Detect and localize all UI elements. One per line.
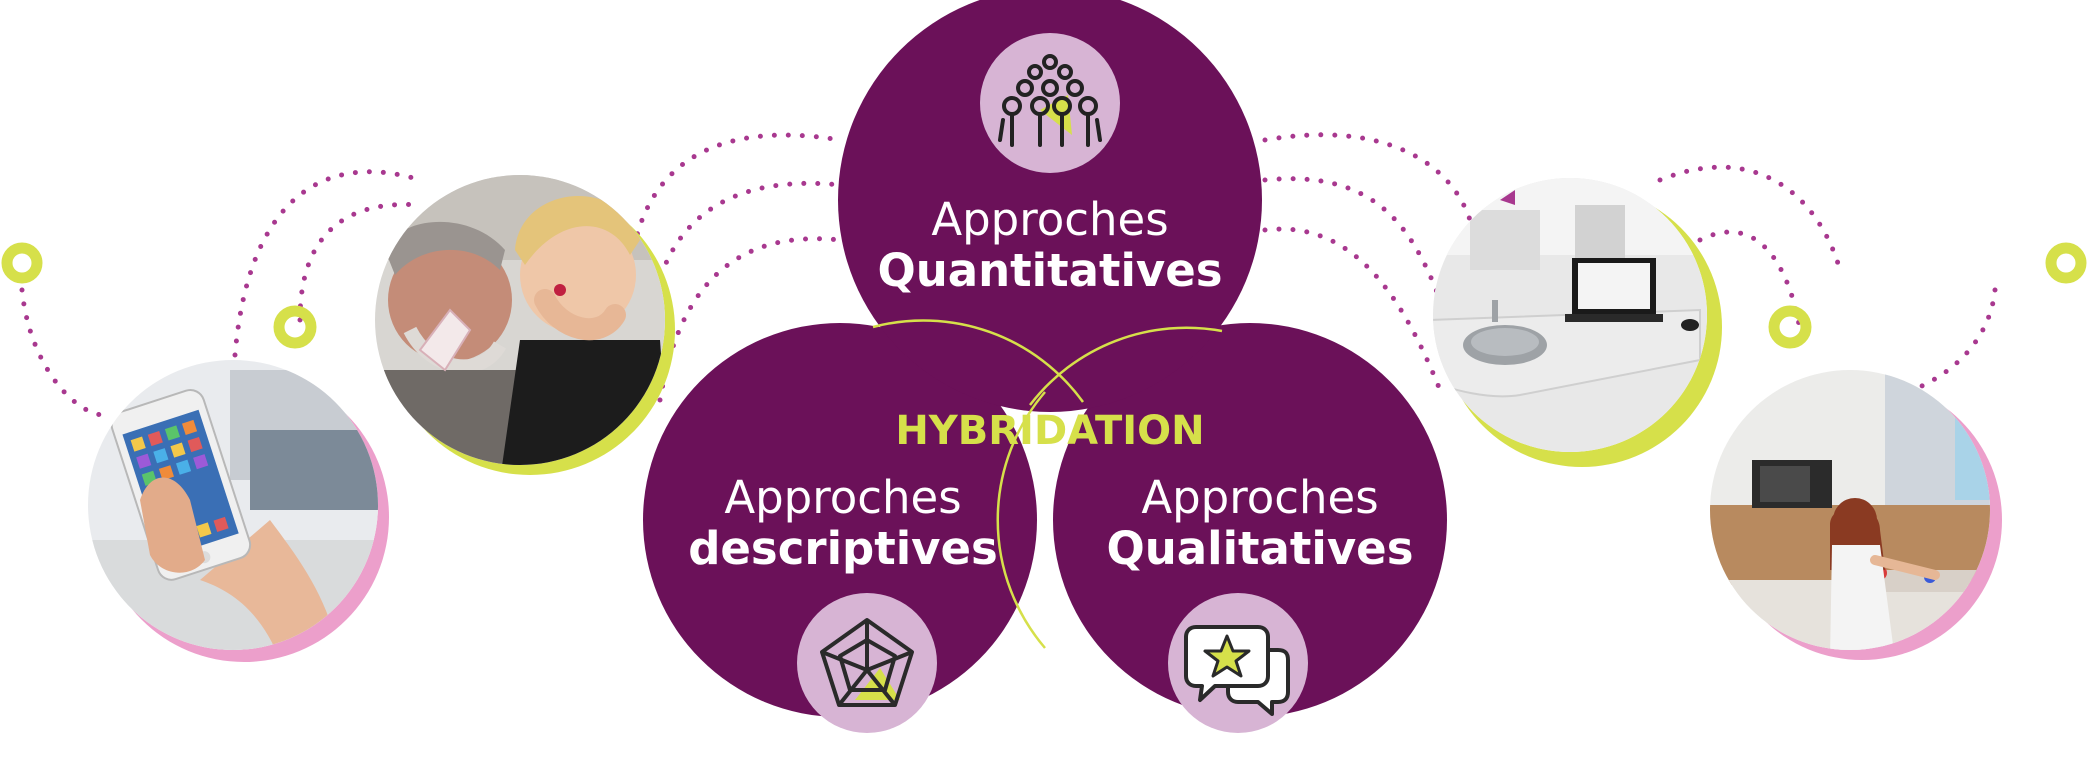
radar-chart-icon <box>820 618 914 707</box>
speech-bubbles-star-icon <box>1184 625 1290 716</box>
quantitatives-line2: Quantitatives <box>877 244 1222 297</box>
crowd-icon <box>998 54 1102 147</box>
ring-right <box>1768 305 1812 349</box>
hybridation-label: HYBRIDATION <box>895 408 1204 454</box>
ring-far-right <box>2045 242 2087 284</box>
qualitatives-line1: Approches <box>1141 471 1378 524</box>
descriptives-line1: Approches <box>724 471 961 524</box>
quantitatives-line1: Approches <box>931 193 1168 246</box>
ring-accents <box>1 242 2087 349</box>
photo-tasting <box>375 175 675 475</box>
qualitatives-line2: Qualitatives <box>1107 522 1414 575</box>
badge-quantitatives <box>980 33 1120 173</box>
badge-qualitatives <box>1168 593 1308 733</box>
descriptives-line2: descriptives <box>688 522 998 575</box>
circle-descriptives <box>643 323 1037 717</box>
circle-quantitatives <box>838 0 1262 412</box>
photo-smartphone <box>88 360 389 662</box>
venn-circles <box>643 0 1447 717</box>
ring-far-left <box>1 242 43 284</box>
photo-bathroom-lab <box>1433 178 1722 467</box>
overlap-lines <box>872 319 1223 649</box>
circle-qualitatives <box>1053 323 1447 717</box>
photo-kitchen-lab <box>1710 370 2002 660</box>
ring-left <box>273 305 317 349</box>
badge-descriptives <box>797 593 937 733</box>
